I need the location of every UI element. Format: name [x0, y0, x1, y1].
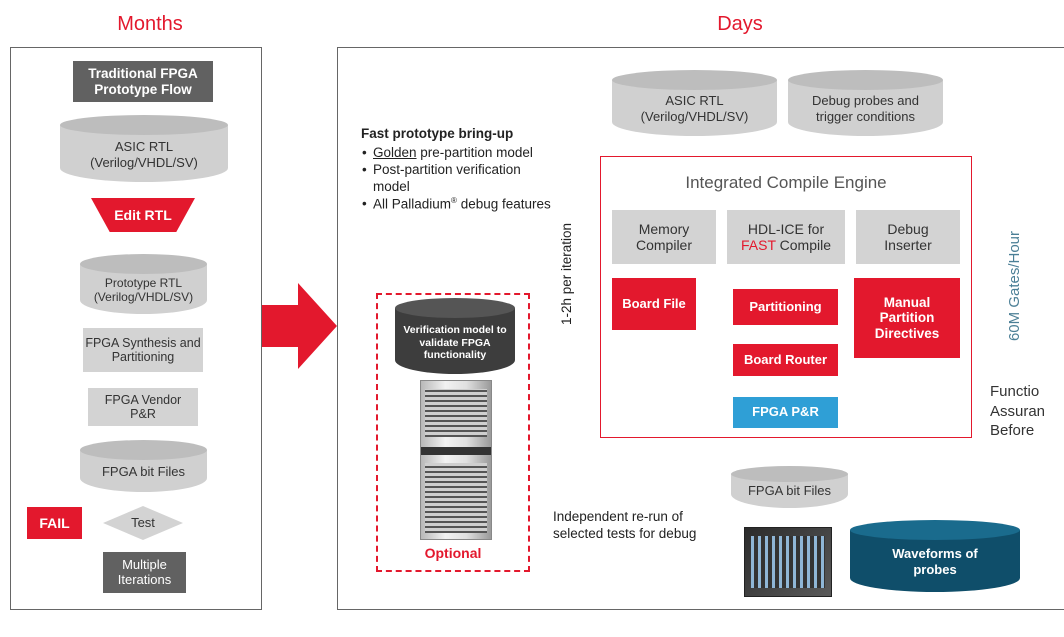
iteration-time-label: 1-2h per iteration: [559, 222, 575, 326]
fast-prototype-item-2: Post-partition verification model: [362, 162, 561, 196]
memory-compiler-box: Memory Compiler: [612, 210, 716, 264]
left-asic-rtl-cylinder: ASIC RTL (Verilog/VHDL/SV): [60, 115, 228, 182]
fpga-vendor-label: FPGA Vendor P&R: [104, 392, 182, 421]
hdl-ice-box: HDL-ICE for FAST Compile: [727, 210, 845, 264]
test-label: Test: [131, 514, 155, 530]
hardware-board-image: [744, 527, 832, 597]
fast-prototype-notes: Fast prototype bring-up Golden pre-parti…: [361, 126, 561, 213]
gates-per-hour-label: 60M Gates/Hour: [1006, 230, 1024, 342]
edit-rtl-label: Edit RTL: [114, 206, 172, 223]
fpga-pr-box: FPGA P&R: [733, 397, 838, 428]
hdl-ice-prefix: HDL-ICE for: [747, 220, 825, 237]
optional-frame: [376, 293, 530, 572]
fpga-vendor-box: FPGA Vendor P&R: [88, 388, 198, 426]
item3-prefix: All Palladium: [373, 196, 452, 211]
side-text-line3: Before: [990, 422, 1035, 439]
prototype-rtl-line2: (Verilog/VHDL/SV): [93, 290, 194, 304]
prototype-rtl-cylinder: Prototype RTL (Verilog/VHDL/SV): [80, 254, 207, 314]
fpga-pr-label: FPGA P&R: [752, 404, 819, 420]
waveforms-label: Waveforms of probes: [892, 546, 978, 577]
side-text-line2: Assuran: [990, 402, 1046, 420]
right-asic-rtl-line1: ASIC RTL: [665, 93, 724, 109]
manual-partition-label: Manual Partition Directives: [874, 294, 940, 341]
partitioning-box: Partitioning: [733, 289, 838, 325]
board-router-label: Board Router: [743, 351, 828, 367]
fail-box: FAIL: [27, 507, 82, 539]
verification-model-cylinder: Verification model to validate FPGA func…: [395, 298, 515, 374]
hdl-ice-line2: FAST Compile: [741, 237, 831, 253]
rerun-note: Independent re-run of selected tests for…: [553, 509, 723, 543]
hdl-ice-suffix: Compile: [775, 237, 831, 253]
right-bit-files-label: FPGA bit Files: [747, 483, 832, 499]
left-bit-files-label: FPGA bit Files: [101, 464, 186, 480]
optional-label: Optional: [424, 544, 482, 561]
fast-prototype-item-1: Golden pre-partition model: [362, 144, 561, 162]
traditional-flow-box: Traditional FPGA Prototype Flow: [73, 61, 213, 102]
board-file-label: Board File: [622, 295, 686, 311]
debug-inserter-label: Debug Inserter: [884, 220, 932, 253]
left-asic-rtl-line2: (Verilog/VHDL/SV): [90, 154, 198, 170]
side-text: Functio Assuran Before: [990, 382, 1064, 441]
debug-probes-line1: Debug probes and: [812, 93, 919, 109]
debug-inserter-box: Debug Inserter: [856, 210, 960, 264]
left-asic-rtl-line1: ASIC RTL: [114, 138, 174, 154]
emulator-cabinet-image: [420, 380, 492, 540]
board-file-box: Board File: [612, 278, 696, 330]
fail-label: FAIL: [39, 514, 70, 531]
big-red-arrow: [262, 283, 337, 369]
fpga-synthesis-box: FPGA Synthesis and Partitioning: [83, 328, 203, 372]
fast-prototype-heading: Fast prototype bring-up: [361, 126, 514, 141]
memory-compiler-label: Memory Compiler: [635, 220, 692, 253]
compile-engine-frame: [600, 156, 972, 438]
debug-probes-cylinder: Debug probes and trigger conditions: [788, 70, 943, 136]
debug-probes-line2: trigger conditions: [816, 109, 915, 124]
waveforms-cylinder: Waveforms of probes: [850, 520, 1020, 592]
right-asic-rtl-line2: (Verilog/VHDL/SV): [640, 109, 749, 124]
manual-partition-box: Manual Partition Directives: [854, 278, 960, 358]
verification-model-label: Verification model to validate FPGA func…: [403, 324, 507, 362]
compile-engine-title: Integrated Compile Engine: [685, 173, 887, 193]
item1-rest: pre-partition model: [416, 144, 533, 160]
golden-text: Golden: [373, 144, 417, 160]
registered-mark: ®: [451, 195, 457, 205]
fpga-synthesis-label: FPGA Synthesis and Partitioning: [85, 335, 201, 364]
prototype-rtl-line1: Prototype RTL: [104, 275, 183, 290]
board-router-box: Board Router: [733, 344, 838, 376]
multiple-iterations-box: Multiple Iterations: [103, 552, 186, 593]
multiple-iterations-label: Multiple Iterations: [117, 556, 172, 587]
right-title: Days: [717, 12, 763, 35]
partitioning-label: Partitioning: [749, 298, 822, 314]
edit-rtl-trapezoid: Edit RTL: [91, 198, 195, 232]
left-bit-files-cylinder: FPGA bit Files: [80, 440, 207, 492]
right-bit-files-cylinder: FPGA bit Files: [731, 466, 848, 508]
traditional-flow-label: Traditional FPGA Prototype Flow: [88, 65, 198, 97]
rerun-label: Independent re-run of selected tests for…: [553, 509, 697, 541]
item3-suffix: debug features: [456, 196, 551, 211]
fast-prototype-item-3: All Palladium® debug features: [362, 195, 561, 213]
right-asic-rtl-cylinder: ASIC RTL (Verilog/VHDL/SV): [612, 70, 777, 136]
side-text-line1: Functio: [990, 383, 1040, 400]
hdl-ice-fast: FAST: [740, 237, 776, 253]
left-title: Months: [117, 12, 183, 35]
